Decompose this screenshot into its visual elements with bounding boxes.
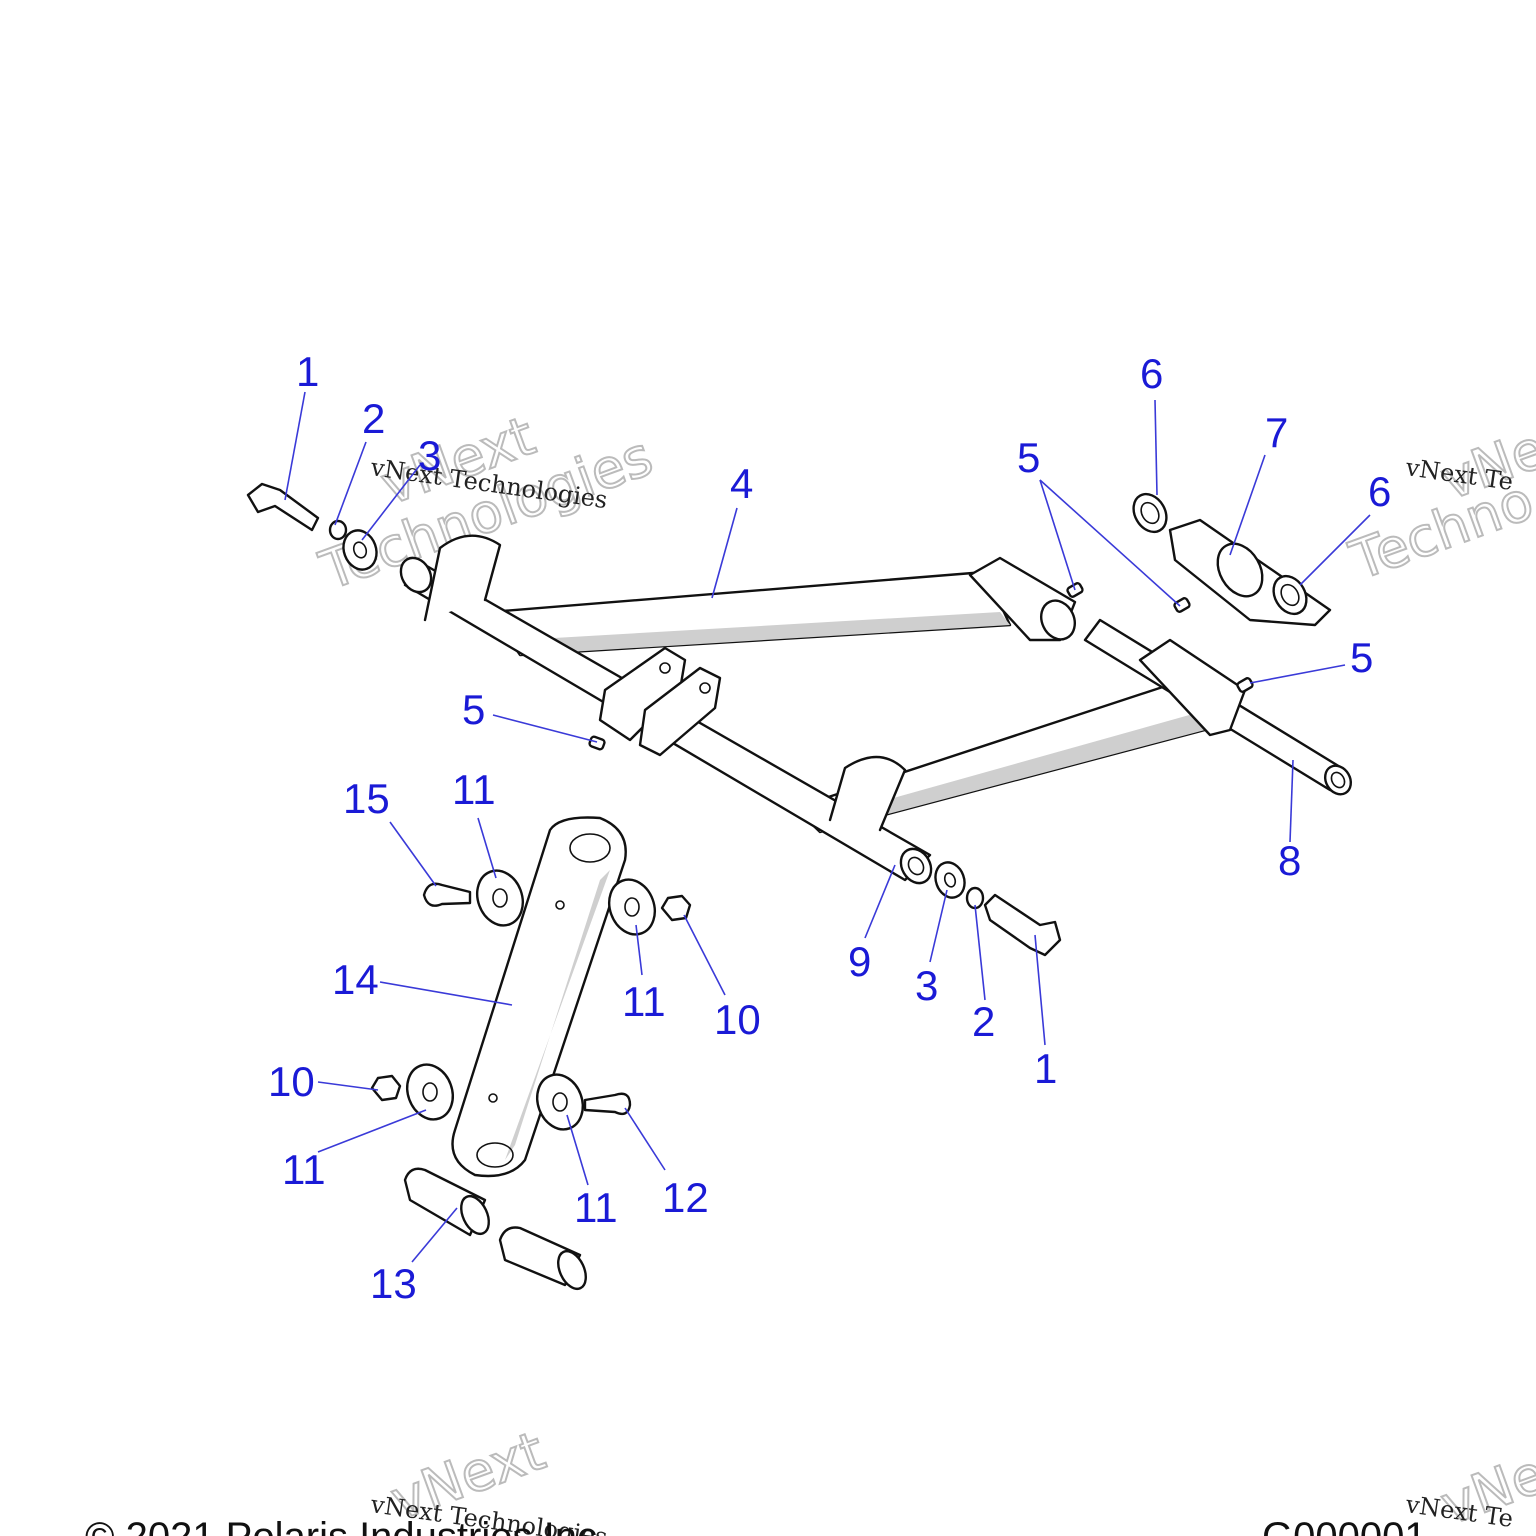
bolt-right (983, 893, 1062, 957)
figure-code: G000001 (1262, 1515, 1427, 1536)
washer-11-a (476, 869, 524, 927)
nut-10-upper (660, 894, 692, 922)
callout-6-top: 6 (1140, 350, 1163, 397)
callout-10-lower: 10 (268, 1058, 315, 1105)
right-fasteners (934, 861, 1062, 957)
callout-1-left: 1 (296, 348, 319, 395)
a-arm-assembly (399, 534, 1353, 885)
u-bolt-lower (828, 755, 907, 832)
link-assembly (370, 816, 692, 1291)
ring-6-lower (1272, 574, 1308, 616)
callout-13: 13 (370, 1260, 417, 1307)
callout-3-left: 3 (418, 432, 441, 479)
left-fasteners (246, 482, 378, 571)
callout-6-right: 6 (1368, 468, 1391, 515)
footer: © 2021 Polaris Industries Inc. G000001 (85, 1515, 1427, 1536)
callout-10-upper: 10 (714, 996, 761, 1043)
bolt-left (246, 482, 320, 532)
bolt-12 (583, 1092, 632, 1116)
callout-5-left: 5 (462, 686, 485, 733)
washer-right (934, 861, 966, 899)
callout-labels: 1 2 3 4 5 6 7 6 5 5 8 9 3 2 1 15 11 11 1… (268, 348, 1391, 1307)
nut-10-lower (370, 1074, 402, 1102)
grease-fittings (588, 582, 1254, 751)
callout-1-right: 1 (1034, 1045, 1057, 1092)
callout-14: 14 (332, 956, 379, 1003)
washer-left (342, 529, 378, 571)
callout-5-right: 5 (1350, 634, 1373, 681)
copyright-text: © 2021 Polaris Industries Inc. (85, 1515, 608, 1536)
washer-11-d (536, 1073, 584, 1131)
bolt-15 (422, 882, 472, 907)
callout-7: 7 (1265, 409, 1288, 456)
callout-8: 8 (1278, 837, 1301, 884)
lockwasher-left (328, 519, 348, 541)
callout-12: 12 (662, 1174, 709, 1221)
callout-9: 9 (848, 938, 871, 985)
washer-11-b (608, 878, 656, 936)
u-bolt-upper (423, 534, 502, 622)
leader-lines (284, 391, 1371, 1263)
callout-15: 15 (343, 775, 390, 822)
callout-11-lower-right: 11 (574, 1184, 618, 1231)
pivot-bushing-assembly (1132, 492, 1332, 627)
callout-11-lower-left: 11 (282, 1146, 326, 1193)
ring-6-upper (1132, 492, 1168, 534)
callout-4: 4 (730, 460, 753, 507)
callout-2-right: 2 (972, 998, 995, 1045)
callout-11-top: 11 (452, 766, 496, 813)
callout-3-right: 3 (915, 962, 938, 1009)
bracket-left (598, 646, 687, 742)
link-arm-14 (451, 816, 627, 1178)
callout-2-left: 2 (362, 395, 385, 442)
callout-5-top: 5 (1017, 434, 1040, 481)
callout-11-mid: 11 (622, 978, 666, 1025)
washer-11-c (406, 1063, 454, 1121)
